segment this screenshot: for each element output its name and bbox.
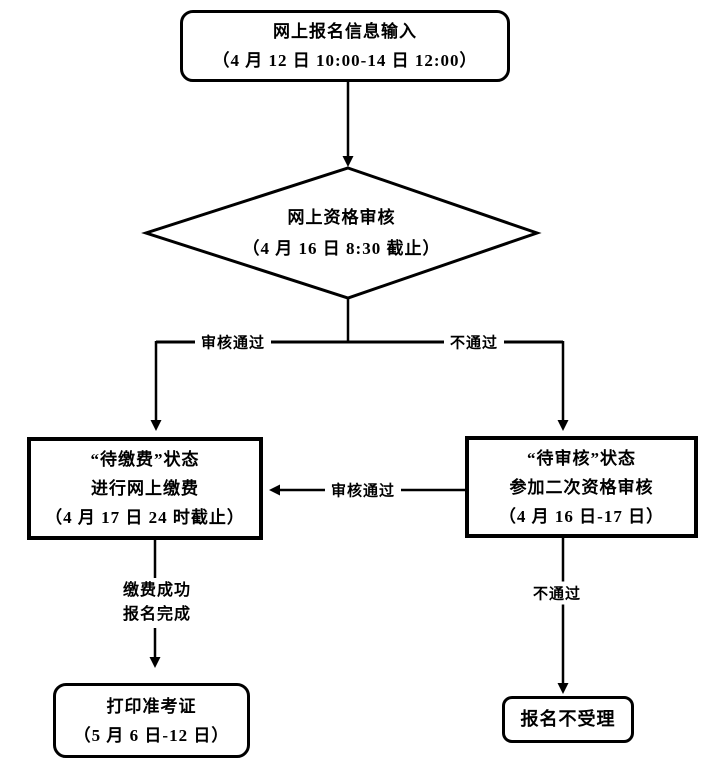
- node-online-registration-title: 网上报名信息输入: [273, 22, 417, 41]
- node-registration-rejected: 报名不受理: [502, 696, 634, 743]
- arrowhead-payment-print: [149, 657, 161, 668]
- arrowhead-second-rejected: [557, 683, 569, 694]
- node-pending-payment: “待缴费”状态 进行网上缴费 （4 月 17 日 24 时截止）: [27, 437, 263, 540]
- node-pending-review-line1: “待审核”状态: [527, 448, 636, 468]
- edge-label-second-review-fail: 不通过: [526, 581, 588, 605]
- edge-label-review-pass: 审核通过: [194, 330, 272, 354]
- node-pending-review: “待审核”状态 参加二次资格审核 （4 月 16 日-17 日）: [465, 436, 698, 538]
- node-qualification-review: 网上资格审核 （4 月 16 日 8:30 截止）: [146, 168, 537, 298]
- node-print-ticket-title: 打印准考证: [106, 696, 197, 716]
- node-pending-payment-line1: “待缴费”状态: [90, 450, 200, 469]
- edge-label-payment-complete-line2: 报名完成: [122, 606, 192, 623]
- node-pending-review-line2: 参加二次资格审核: [509, 477, 654, 497]
- node-pending-review-line3: （4 月 16 日-17 日）: [498, 506, 665, 526]
- arrowhead-right-branch: [557, 420, 569, 431]
- node-print-ticket: 打印准考证 （5 月 6 日-12 日）: [53, 683, 250, 758]
- arrowhead-left-branch: [150, 420, 162, 431]
- arrowhead-start-review: [342, 156, 354, 167]
- node-pending-payment-line2: 进行网上缴费: [91, 479, 199, 498]
- node-print-ticket-date: （5 月 6 日-12 日）: [73, 725, 230, 745]
- node-qualification-review-date: （4 月 16 日 8:30 截止）: [242, 239, 441, 258]
- edge-label-payment-complete-line1: 缴费成功: [122, 582, 192, 599]
- edge-label-second-review-pass: 审核通过: [324, 478, 402, 502]
- edge-label-review-fail: 不通过: [443, 330, 505, 354]
- node-online-registration-date: （4 月 12 日 10:00-14 日 12:00）: [212, 51, 478, 70]
- arrowhead-second-payment: [269, 484, 280, 496]
- node-online-registration: 网上报名信息输入 （4 月 12 日 10:00-14 日 12:00）: [180, 10, 510, 82]
- node-qualification-review-title: 网上资格审核: [287, 208, 396, 227]
- node-pending-payment-line3: （4 月 17 日 24 时截止）: [45, 508, 245, 527]
- edge-label-payment-complete: 缴费成功 报名完成: [116, 578, 198, 628]
- node-registration-rejected-title: 报名不受理: [520, 709, 616, 729]
